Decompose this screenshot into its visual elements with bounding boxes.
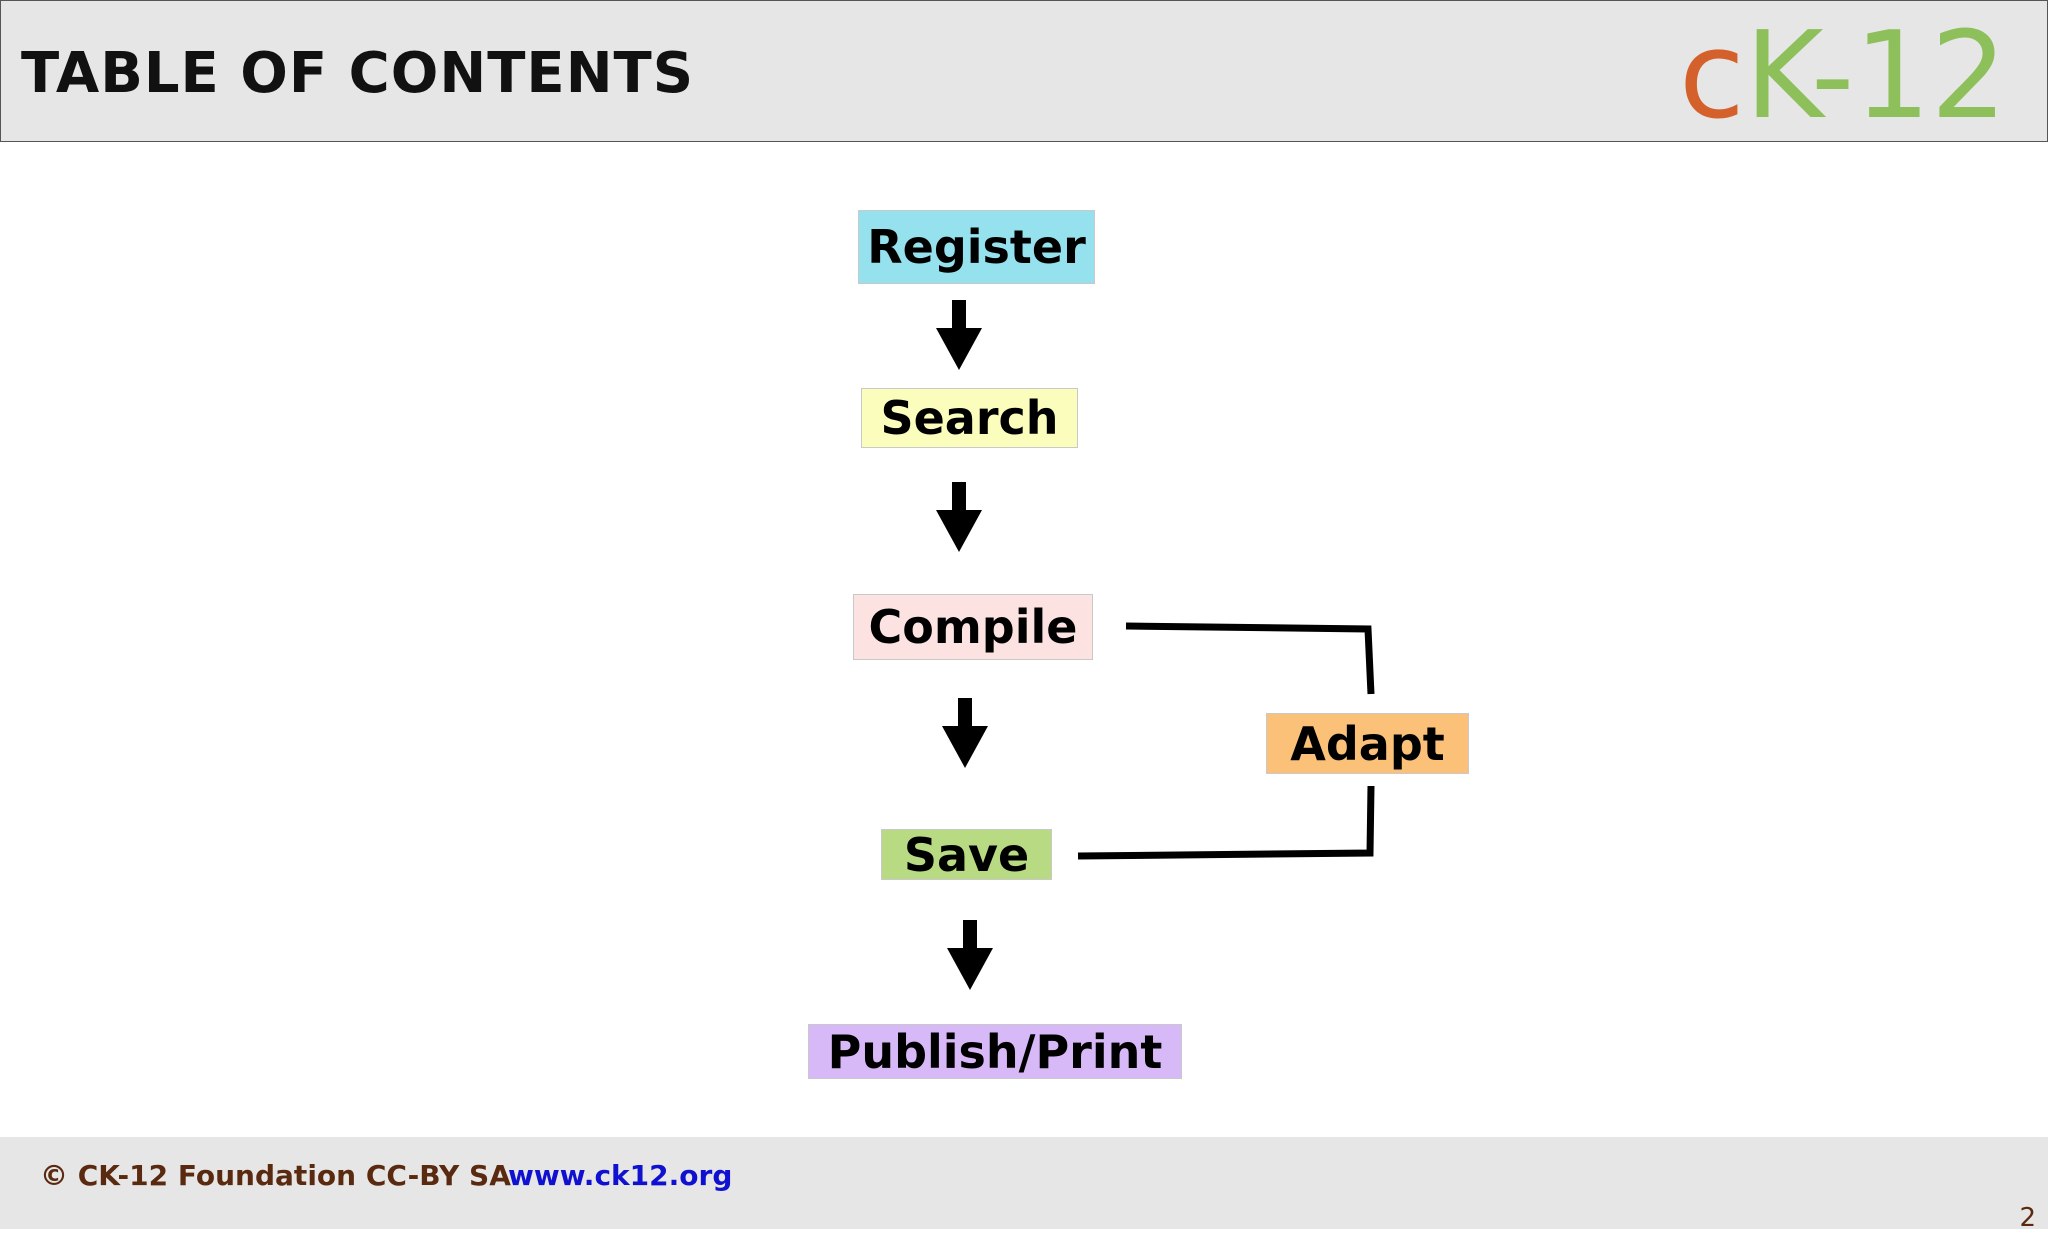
logo-num: 12 bbox=[1854, 7, 2007, 146]
logo-k: K bbox=[1744, 7, 1811, 146]
slide-header: TABLE OF CONTENTS cK-12 bbox=[0, 0, 2048, 142]
arrow-save-publish bbox=[947, 920, 993, 990]
compile-box[interactable]: Compile bbox=[853, 594, 1093, 660]
logo-c: c bbox=[1678, 7, 1745, 146]
page-number: 2 bbox=[2019, 1203, 2036, 1233]
publish-print-box[interactable]: Publish/Print bbox=[808, 1024, 1182, 1079]
copyright-text: © CK-12 Foundation CC-BY SA bbox=[40, 1159, 511, 1192]
slide-footer: © CK-12 Foundation CC-BY SA www.ck12.org… bbox=[0, 1137, 2048, 1233]
connector-compile-adapt bbox=[1125, 622, 1375, 695]
register-box[interactable]: Register bbox=[858, 210, 1095, 284]
website-link[interactable]: www.ck12.org bbox=[508, 1159, 733, 1192]
arrow-search-compile bbox=[936, 482, 982, 552]
arrow-register-search bbox=[936, 300, 982, 370]
connector-adapt-save bbox=[1077, 785, 1375, 860]
adapt-box[interactable]: Adapt bbox=[1266, 713, 1469, 774]
save-box[interactable]: Save bbox=[881, 828, 1052, 882]
search-box[interactable]: Search bbox=[861, 388, 1078, 448]
slide-title: TABLE OF CONTENTS bbox=[21, 41, 695, 106]
logo-dash: - bbox=[1810, 7, 1855, 146]
ck12-logo: cK-12 bbox=[1679, 17, 2007, 137]
arrow-compile-save bbox=[942, 698, 988, 768]
